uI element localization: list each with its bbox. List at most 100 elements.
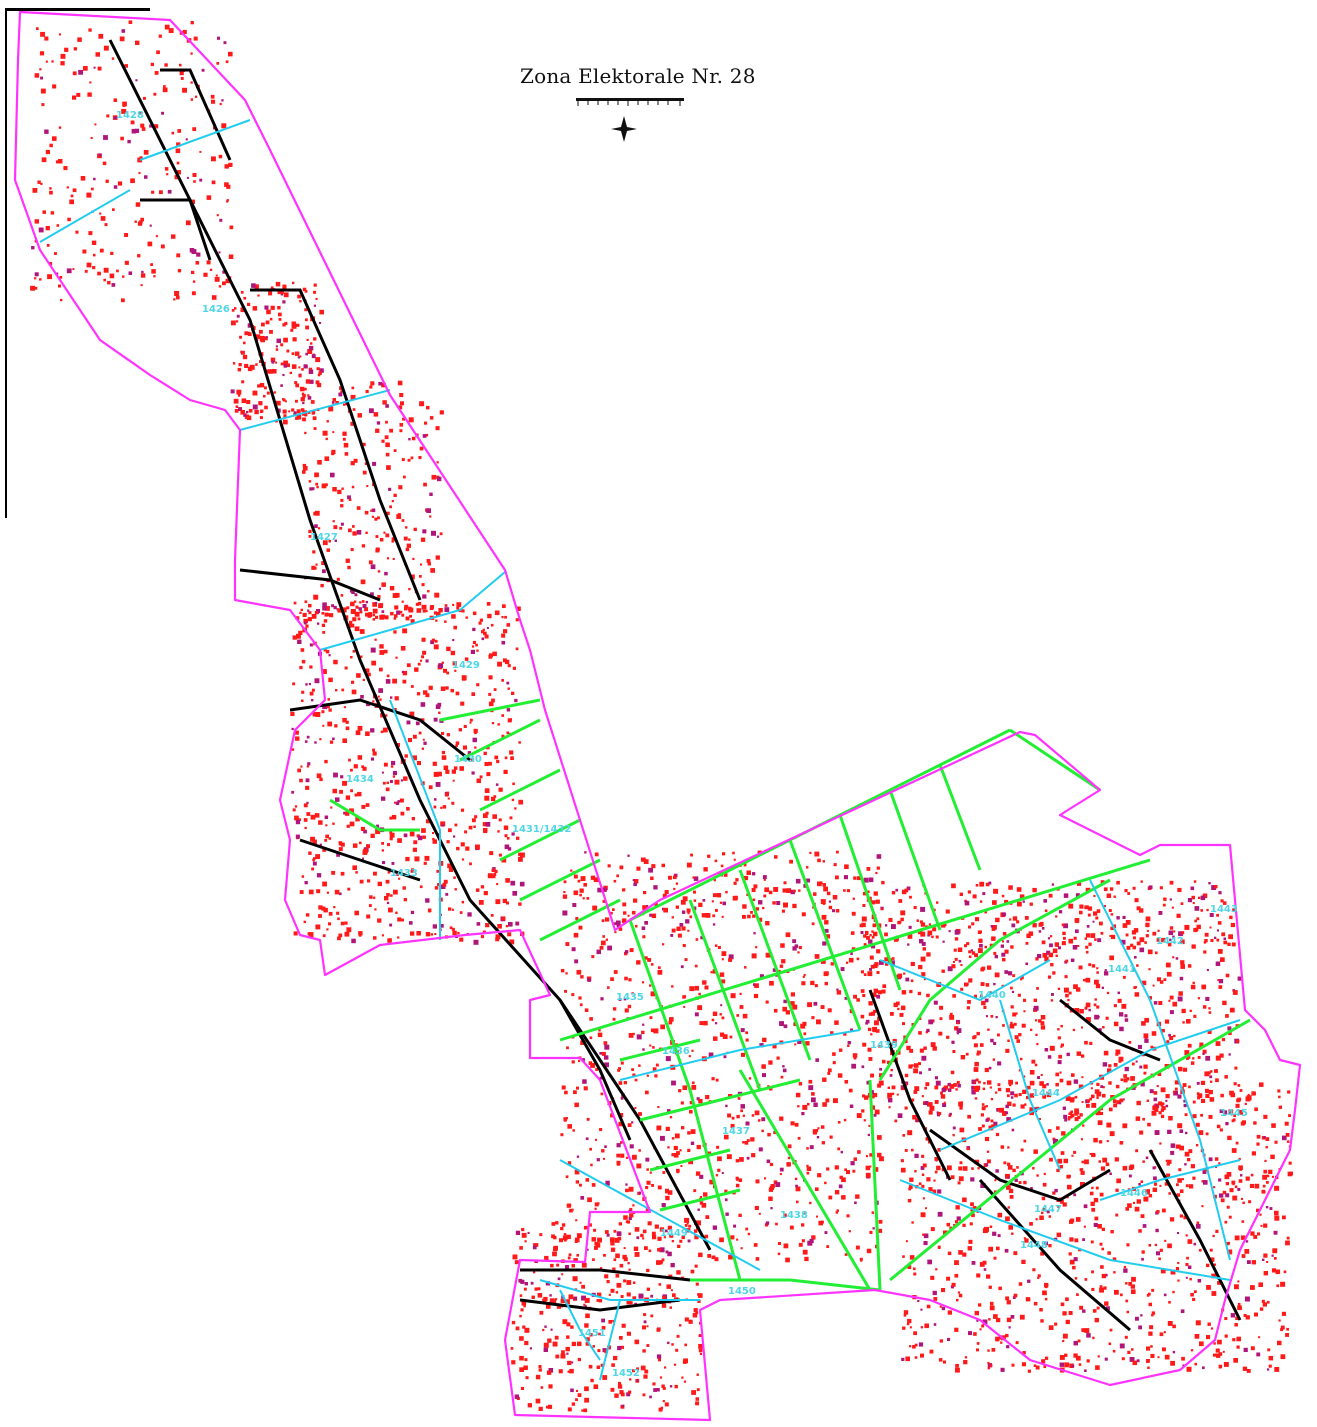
building-dot: [736, 1114, 740, 1119]
building-dot: [440, 884, 446, 889]
building-dot: [1005, 1048, 1010, 1053]
building-dot: [907, 1130, 913, 1136]
building-dot: [1100, 1112, 1104, 1115]
building-dot: [471, 818, 476, 823]
building-dot: [486, 772, 491, 777]
building-dot: [388, 487, 392, 491]
building-dot: [867, 1133, 870, 1137]
building-dot: [1121, 1003, 1127, 1009]
building-dot: [615, 1253, 620, 1259]
building-dot: [298, 818, 301, 821]
building-dot: [790, 992, 795, 997]
building-dot: [843, 875, 848, 880]
building-dot: [313, 594, 319, 600]
building-dot: [1086, 1017, 1091, 1022]
building-dot: [446, 646, 451, 652]
building-dot: [511, 1360, 516, 1365]
building-dot: [384, 615, 389, 620]
building-dot: [899, 1012, 904, 1017]
building-dot: [683, 1005, 686, 1008]
building-dot: [713, 1036, 718, 1041]
building-dot: [361, 765, 364, 768]
building-dot: [789, 859, 793, 864]
building-dot: [1056, 1168, 1060, 1173]
building-dot: [958, 1166, 963, 1171]
building-dot: [384, 896, 389, 901]
building-dot: [934, 1157, 939, 1161]
building-dot: [971, 922, 975, 926]
building-dot: [1041, 940, 1046, 945]
building-dot: [303, 920, 306, 924]
building-dot: [1010, 1091, 1015, 1096]
building-dot: [1048, 1244, 1052, 1248]
building-dot: [1241, 1254, 1246, 1258]
building-dot: [494, 869, 498, 873]
building-dot: [601, 1326, 606, 1330]
building-dot: [456, 606, 460, 610]
building-dot: [423, 861, 427, 865]
building-dot: [1122, 923, 1128, 928]
building-dot: [603, 1041, 608, 1045]
building-dot: [715, 1174, 719, 1177]
building-dot: [421, 604, 427, 610]
building-dot: [1127, 1350, 1131, 1354]
building-dot: [862, 994, 866, 998]
building-dot: [1014, 1178, 1018, 1182]
building-dot: [320, 583, 324, 588]
building-dot: [796, 1200, 799, 1204]
building-dot: [707, 854, 711, 858]
building-dot: [1179, 1145, 1184, 1151]
building-dot: [1103, 887, 1108, 892]
building-dot: [324, 456, 330, 461]
building-dot: [815, 1187, 819, 1191]
building-dot: [1259, 1307, 1264, 1311]
building-dot: [1091, 1094, 1095, 1099]
building-dot: [460, 808, 465, 812]
building-dot: [365, 389, 369, 394]
building-dot: [897, 973, 903, 979]
building-dot: [1040, 1021, 1045, 1026]
building-dot: [354, 626, 360, 632]
building-dot: [664, 1402, 669, 1407]
building-dot: [936, 1165, 941, 1171]
building-dot: [1194, 919, 1197, 923]
building-dot: [1162, 1208, 1166, 1213]
building-dot: [1063, 893, 1069, 898]
building-dot: [88, 28, 92, 32]
building-dot: [419, 401, 425, 407]
building-dot: [719, 1032, 725, 1037]
building-dot: [1146, 1191, 1150, 1195]
building-dot: [1232, 1183, 1235, 1186]
building-dot: [696, 1144, 701, 1150]
building-dot: [1108, 909, 1112, 912]
building-dot: [494, 755, 499, 760]
building-dot: [1099, 1285, 1103, 1288]
building-dot: [667, 1341, 670, 1345]
building-dot: [1261, 1189, 1266, 1194]
building-dot: [386, 557, 390, 560]
building-dot: [615, 1291, 619, 1294]
building-dot: [1263, 1169, 1268, 1174]
building-dot: [292, 682, 296, 686]
building-dot: [348, 498, 352, 501]
building-dot: [310, 814, 316, 820]
building-dot: [776, 1056, 780, 1060]
building-dot: [214, 276, 220, 282]
building-dot: [1153, 1182, 1158, 1186]
building-dot: [228, 254, 234, 259]
building-dot: [953, 961, 955, 963]
building-dot: [278, 318, 282, 321]
building-dot: [598, 1332, 601, 1336]
building-dot: [36, 27, 39, 30]
building-dot: [827, 1008, 832, 1013]
building-dot: [980, 994, 983, 998]
building-dot: [401, 670, 404, 674]
building-dot: [616, 874, 619, 878]
building-dot: [1038, 930, 1042, 933]
building-dot: [634, 924, 638, 928]
building-dot: [421, 655, 425, 659]
building-dot: [623, 1279, 627, 1283]
building-dot: [543, 1296, 548, 1302]
building-dot: [577, 879, 581, 883]
building-dot: [973, 1067, 979, 1072]
